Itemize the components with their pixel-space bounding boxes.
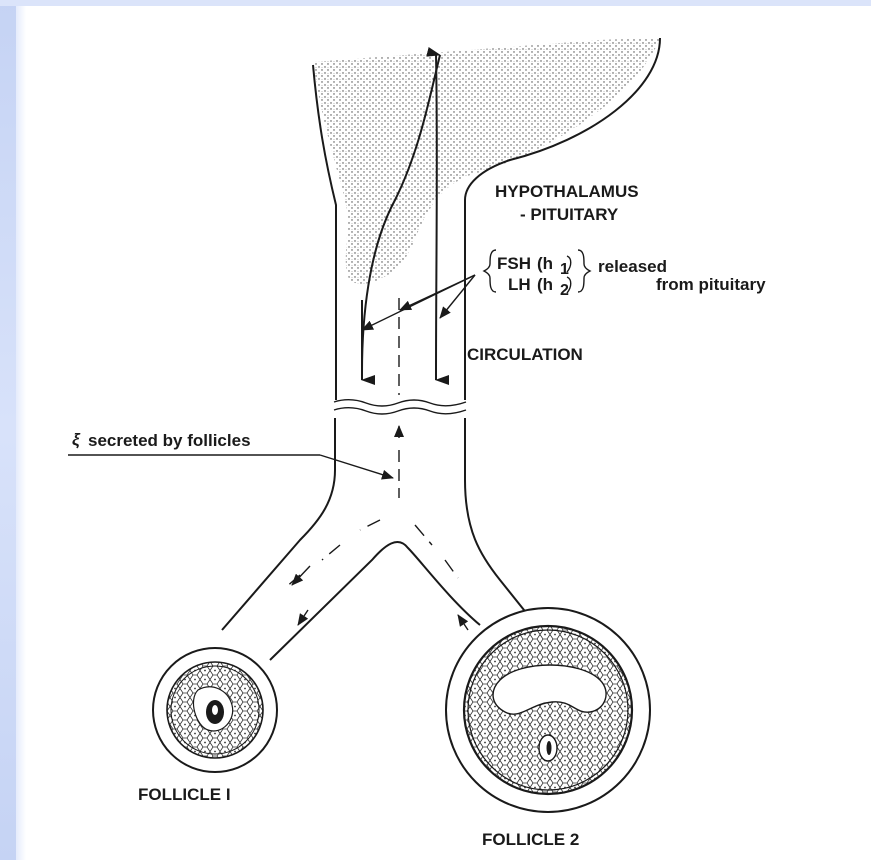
fsh-lh-group: FSH (h 1 LH (h 2 xyxy=(484,250,590,299)
follicle-2-label: FOLLICLE 2 xyxy=(482,830,579,849)
follicle-1-label: FOLLICLE I xyxy=(138,785,231,804)
fsh-lh-pointers xyxy=(362,275,475,330)
fsh-subscript: 1 xyxy=(560,261,569,278)
released-label: released xyxy=(598,257,667,276)
lh-label: LH xyxy=(508,275,531,294)
hypothalamus-pituitary-tissue xyxy=(314,38,660,284)
pituitary-label: - PITUITARY xyxy=(520,205,619,224)
secreted-label: secreted by follicles xyxy=(88,431,251,450)
from-pituitary-label: from pituitary xyxy=(656,275,766,294)
circulation-break xyxy=(334,400,466,414)
follicle-2 xyxy=(446,608,650,812)
lh-h-label: (h xyxy=(537,275,553,294)
hypothalamus-label: HYPOTHALAMUS xyxy=(495,182,639,201)
secreted-pointer xyxy=(68,455,393,478)
lh-subscript: 2 xyxy=(560,282,569,299)
fsh-h-label: (h xyxy=(537,254,553,273)
xi-symbol: ξ xyxy=(72,430,81,449)
fsh-label: FSH xyxy=(497,254,531,273)
circulation-label: CIRCULATION xyxy=(467,345,583,364)
follicle-1 xyxy=(153,648,277,772)
